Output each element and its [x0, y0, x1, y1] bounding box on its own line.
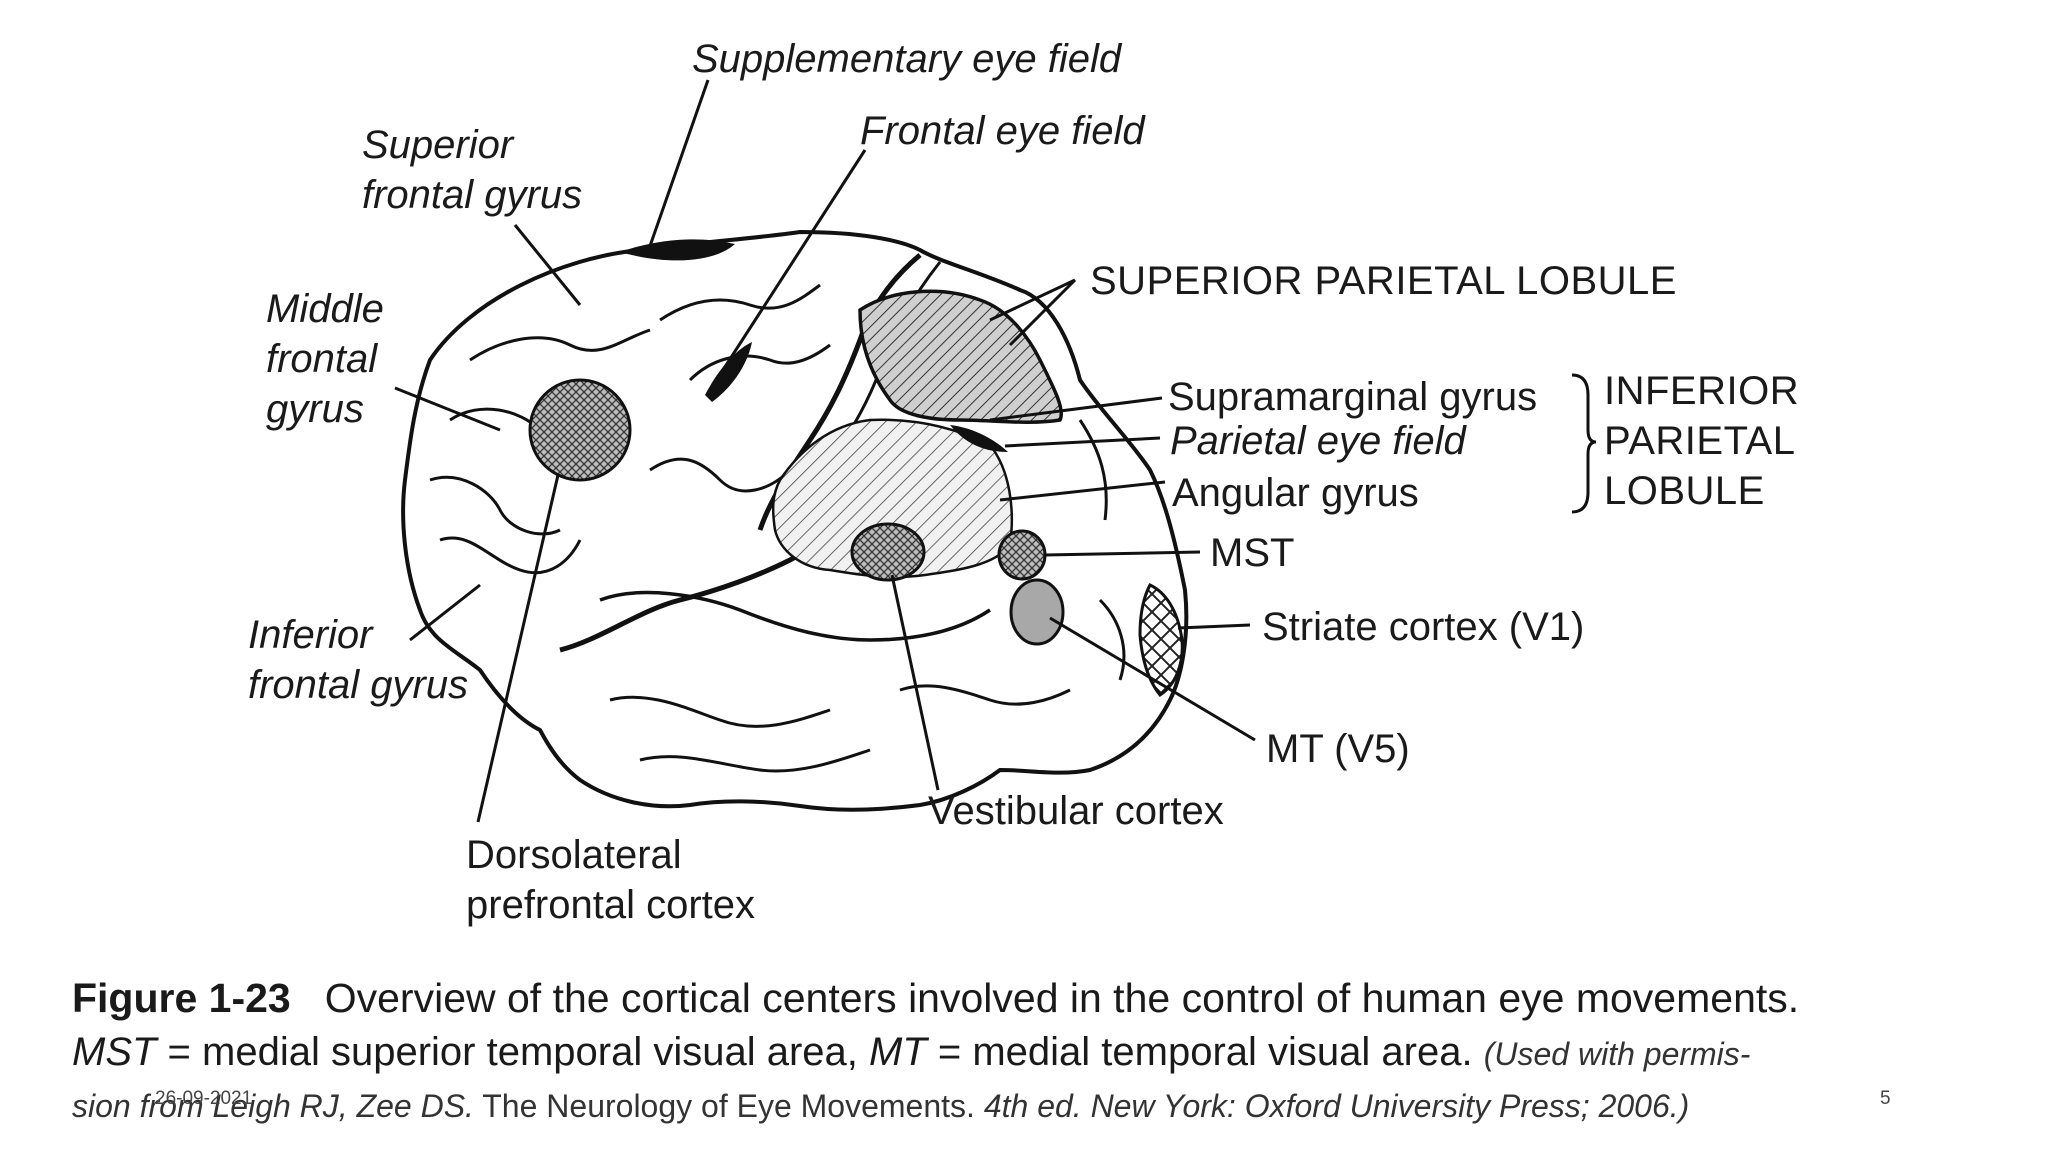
superior-parietal-lobule-region [858, 289, 1063, 424]
caption-abbr-mt: MT [869, 1030, 927, 1074]
label-angular-gyrus: Angular gyrus [1172, 471, 1419, 515]
label-inferior-parietal-lobule-1: INFERIOR [1604, 369, 1800, 413]
label-middle-frontal-gyrus-3: gyrus [266, 387, 364, 431]
caption-line-3: sion from Leigh RJ, Zee DS. The Neurolog… [72, 1080, 2022, 1132]
label-mst: MST [1210, 531, 1295, 575]
caption-source-authors: sion from Leigh RJ, Zee DS. [72, 1088, 474, 1124]
caption-source-start: (Used with permis- [1483, 1036, 1751, 1072]
mst-region [997, 529, 1047, 581]
caption-source-title: The Neurology of Eye Movements. [473, 1088, 984, 1124]
label-supramarginal-gyrus: Supramarginal gyrus [1168, 375, 1538, 419]
label-inferior-frontal-gyrus-1: Inferior [248, 613, 373, 657]
mt-region [1009, 578, 1065, 646]
parietal-eye-field-region [950, 425, 1008, 452]
label-superior-frontal-gyrus-1: Superior [362, 123, 514, 167]
label-parietal-eye-field: Parietal eye field [1170, 419, 1466, 463]
label-mt: MT (V5) [1266, 727, 1410, 771]
caption-abbr-mst: MST [72, 1030, 157, 1074]
footer-date: 26-09-2021 [155, 1088, 253, 1109]
label-supplementary-eye-field: Supplementary eye field [692, 37, 1122, 81]
dlpfc-region [528, 378, 632, 482]
label-frontal-eye-field: Frontal eye field [860, 109, 1145, 153]
label-vestibular-cortex: Vestibular cortex [928, 789, 1224, 833]
caption-line-2: MST = medial superior temporal visual ar… [72, 1026, 2022, 1080]
caption-source-publisher: 4th ed. New York: Oxford University Pres… [983, 1088, 1690, 1124]
supplementary-eye-field-region [620, 239, 735, 261]
label-inferior-frontal-gyrus-2: frontal gyrus [248, 663, 469, 707]
striate-cortex-region [1138, 583, 1184, 698]
label-dorsolateral-2: prefrontal cortex [466, 883, 756, 927]
leader-lines [394, 79, 1256, 823]
label-dorsolateral-1: Dorsolateral [466, 833, 682, 877]
label-superior-frontal-gyrus-2: frontal gyrus [362, 173, 583, 217]
label-striate-cortex: Striate cortex (V1) [1262, 605, 1585, 649]
caption-def-mst: = medial superior temporal visual area, [156, 1030, 869, 1074]
footer-page-number: 5 [1880, 1088, 1891, 1109]
label-middle-frontal-gyrus-1: Middle [266, 287, 384, 331]
figure-number: Figure 1-23 [72, 975, 291, 1021]
caption-text-1: Overview of the cortical centers involve… [324, 975, 1800, 1021]
figure-caption: Figure 1-23 Overview of the cortical cent… [72, 972, 2022, 1132]
vestibular-cortex-region [850, 522, 926, 582]
label-middle-frontal-gyrus-2: frontal [266, 337, 378, 381]
label-inferior-parietal-lobule-2: PARIETAL [1604, 419, 1796, 463]
caption-line-1: Figure 1-23 Overview of the cortical cent… [72, 972, 2022, 1024]
frontal-eye-field-region [705, 342, 752, 402]
caption-def-mt: = medial temporal visual area. [926, 1030, 1473, 1074]
label-inferior-parietal-lobule-3: LOBULE [1604, 469, 1765, 513]
label-superior-parietal-lobule: SUPERIOR PARIETAL LOBULE [1090, 259, 1677, 303]
inferior-parietal-bracket [1571, 373, 1597, 514]
